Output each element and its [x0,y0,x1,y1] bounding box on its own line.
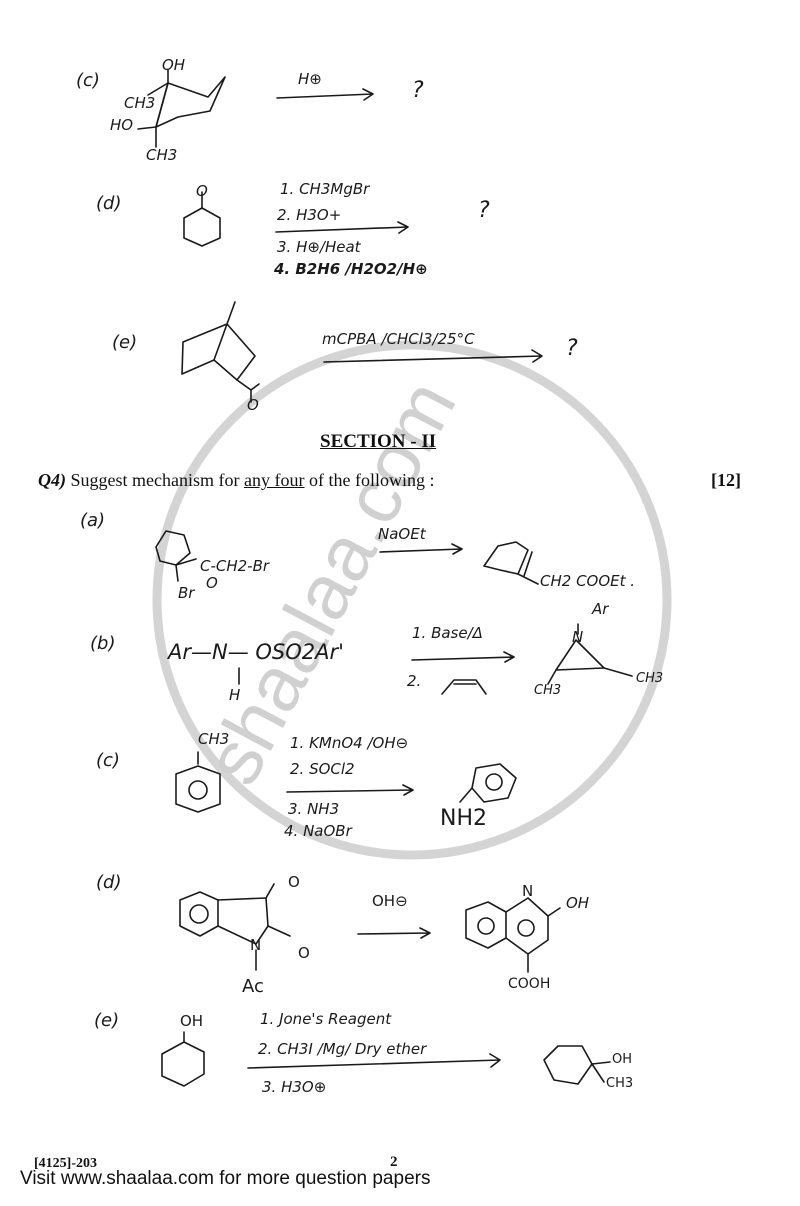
ch3-label: CH3 [124,94,156,112]
item-label: (c) [76,70,100,91]
reagent-step-4: 4. NaOBr [284,822,352,840]
carbonyl-oxygen-label: O [206,574,218,592]
nitrogen-label: N [250,936,262,954]
toluene-structure [175,751,221,813]
question-text-underlined: any four [243,470,305,490]
reaction-arrow [275,221,409,234]
amide-oxygen-label: O [298,944,310,962]
product-unknown: ? [412,78,424,103]
reagent-step-1: 1. Jone's Reagent [260,1010,392,1028]
reaction-arrow [247,1053,501,1069]
reagent-step-1: 1. Base/Δ [412,624,483,642]
substrate-formula: Ar—N— OSO2Ar' [168,640,344,664]
reaction-arrow [276,88,374,101]
oxygen-label: O [247,396,259,414]
cyclohexanone-structure [183,191,221,247]
n-acetylisatin-structure [179,883,291,971]
cyclohexene-product-structure [483,541,539,585]
product-unknown: ? [566,336,578,361]
question-text-after: of the following : [304,470,435,490]
nh-bond [238,667,240,685]
oxygen-label: O [196,182,208,200]
reagent-label: OH⊖ [372,892,408,910]
question-number: Q4) [38,470,66,490]
reagent-step-2: 2. SOCl2 [290,760,355,778]
ch3-label: CH3 [146,146,178,164]
bromine-label: Br [178,584,195,602]
methyl-label: CH3 [636,671,664,686]
reagent-step-2: 2. [407,672,422,690]
methylcyclohexanol-structure [543,1045,611,1085]
question-text-before: Suggest mechanism for [70,470,244,490]
quinoline-carboxylic-acid-structure [465,897,561,973]
paper-code: [4125]-203 [34,1156,97,1171]
methyl-label: CH3 [534,683,562,698]
reagent-step-2: 2. CH3I /Mg/ Dry ether [258,1040,427,1058]
cyclohexanol-structure [161,1031,205,1087]
reagent-step-2: 2. H3O+ [277,206,342,224]
reagent-step-3: 3. NH3 [288,800,340,818]
item-label: (d) [96,193,122,214]
item-label: (b) [90,633,116,654]
page-number: 2 [390,1154,398,1170]
reaction-arrow [323,349,543,363]
hydrogen-label: H [229,686,241,704]
hydroxyl-label: OH [612,1052,633,1067]
item-label: (a) [80,510,106,531]
trans-2-butene-icon [441,679,487,695]
reagent-label: mCPBA /CHCl3/25°C [322,330,475,348]
product-substituent: CH2 COOEt . [540,572,636,590]
reaction-arrow [379,543,463,555]
methyl-label: CH3 [606,1076,634,1091]
bicyclic-ketone-structure [181,301,260,403]
hydroxyl-label: OH [566,894,590,912]
question-prompt: Q4) Suggest mechanism for any four of th… [38,470,434,491]
item-label: (e) [112,332,138,353]
bromo-cyclohexyl-ketone-structure [155,530,197,582]
reaction-arrow [286,784,414,796]
reagent-step-3: 3. H⊕/Heat [277,238,361,256]
reagent-label: H⊕ [298,70,322,88]
nitrogen-label: N [572,628,584,646]
question-marks: [12] [711,470,741,490]
item-label: (d) [96,872,122,893]
aniline-structure [459,763,517,803]
methyl-label: CH3 [198,730,230,748]
aryl-label: Ar [592,600,609,618]
reaction-arrow [357,927,431,939]
section-title: SECTION - II [320,431,437,452]
reagent-step-1: 1. KMnO4 /OH⊖ [290,734,409,752]
oh-label: OH [162,56,186,74]
ketone-oxygen-label: O [288,873,300,891]
chair-cyclohexane-diol-structure [137,69,226,148]
reagent-step-3: 3. H3O⊕ [262,1078,327,1096]
reagent-step-1: 1. CH3MgBr [280,180,370,198]
reaction-arrow [411,651,515,663]
hydroxyl-label: OH [180,1012,204,1030]
carboxyl-label: COOH [508,976,551,992]
substrate-chain: C-CH2-Br [200,557,270,575]
aziridine-product-structure [547,623,633,685]
nitrogen-label: N [522,882,534,900]
product-unknown: ? [478,198,490,223]
ho-label: HO [110,116,134,134]
acetyl-label: Ac [242,976,264,997]
reagent-label: NaOEt [378,525,426,543]
visit-link[interactable]: Visit www.shaalaa.com for more question … [20,1168,431,1189]
item-label: (c) [96,750,120,771]
amine-label: NH2 [440,806,487,831]
reagent-step-4: 4. B2H6 /H2O2/H⊕ [274,260,428,278]
item-label: (e) [94,1010,120,1031]
